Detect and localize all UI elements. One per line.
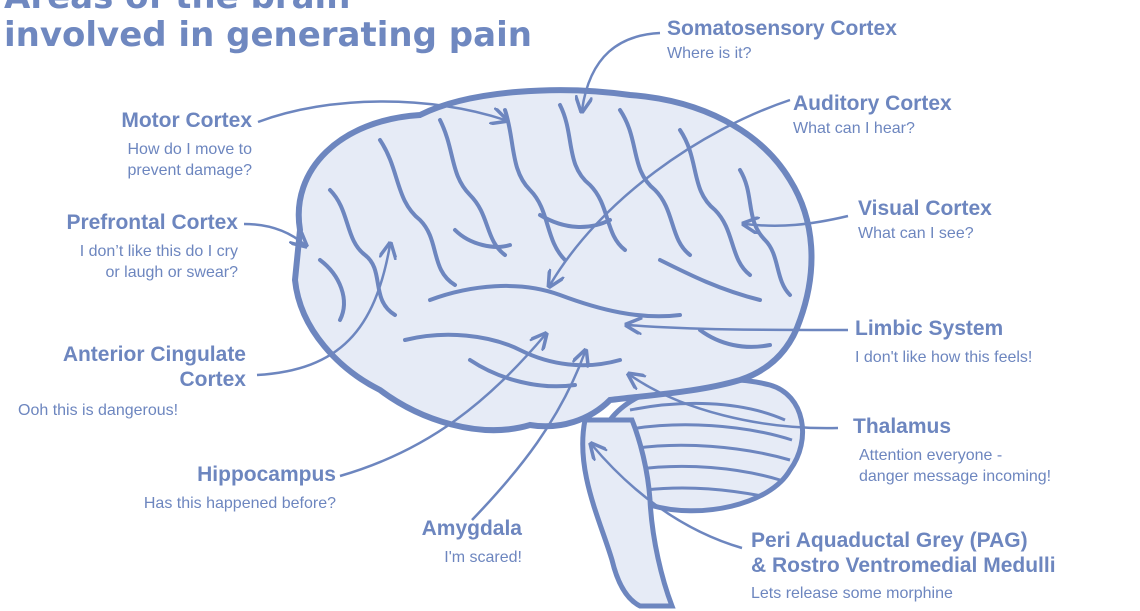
pag-name: Peri Aquaductal Grey (PAG) & Rostro Vent…: [751, 528, 1056, 578]
hippocampus-label: Hippocampus Has this happened before?: [40, 462, 336, 514]
motor-cortex-label: Motor Cortex How do I move to prevent da…: [40, 108, 252, 181]
hippocampus-desc: Has this happened before?: [40, 493, 336, 514]
visual-cortex-desc: What can I see?: [858, 223, 992, 244]
anterior-cingulate-name: Anterior Cingulate Cortex: [0, 342, 246, 392]
thalamus-desc: Attention everyone - danger message inco…: [859, 445, 1051, 487]
motor-cortex-desc: How do I move to prevent damage?: [40, 139, 252, 181]
pag-desc: Lets release some morphine: [751, 583, 1056, 604]
limbic-system-name: Limbic System: [855, 316, 1032, 341]
auditory-cortex-name: Auditory Cortex: [793, 91, 952, 116]
somatosensory-cortex-label: Somatosensory Cortex Where is it?: [667, 16, 897, 64]
anterior-cingulate-label: Anterior Cingulate Cortex: [0, 342, 246, 392]
prefrontal-cortex-name: Prefrontal Cortex: [0, 210, 238, 235]
visual-cortex-name: Visual Cortex: [858, 196, 992, 221]
visual-cortex-label: Visual Cortex What can I see?: [858, 196, 992, 244]
auditory-cortex-desc: What can I hear?: [793, 118, 952, 139]
auditory-cortex-label: Auditory Cortex What can I hear?: [793, 91, 952, 139]
hippocampus-name: Hippocampus: [40, 462, 336, 487]
prefrontal-cortex-desc: I don’t like this do I cry or laugh or s…: [0, 241, 238, 283]
limbic-system-desc: I don't like how this feels!: [855, 347, 1032, 368]
somatosensory-cortex-desc: Where is it?: [667, 43, 897, 64]
cerebrum-illustration: [295, 90, 811, 430]
anterior-cingulate-desc: Ooh this is dangerous!: [18, 400, 178, 421]
thalamus-label: Thalamus Attention everyone - danger mes…: [853, 414, 1051, 487]
prefrontal-cortex-label: Prefrontal Cortex I don’t like this do I…: [0, 210, 238, 283]
thalamus-name: Thalamus: [853, 414, 1051, 439]
pag-label: Peri Aquaductal Grey (PAG) & Rostro Vent…: [751, 528, 1056, 604]
motor-cortex-name: Motor Cortex: [40, 108, 252, 133]
amygdala-name: Amygdala: [380, 516, 522, 541]
limbic-system-label: Limbic System I don't like how this feel…: [855, 316, 1032, 368]
amygdala-label: Amygdala I'm scared!: [380, 516, 522, 568]
amygdala-desc: I'm scared!: [380, 547, 522, 568]
somatosensory-cortex-name: Somatosensory Cortex: [667, 16, 897, 41]
